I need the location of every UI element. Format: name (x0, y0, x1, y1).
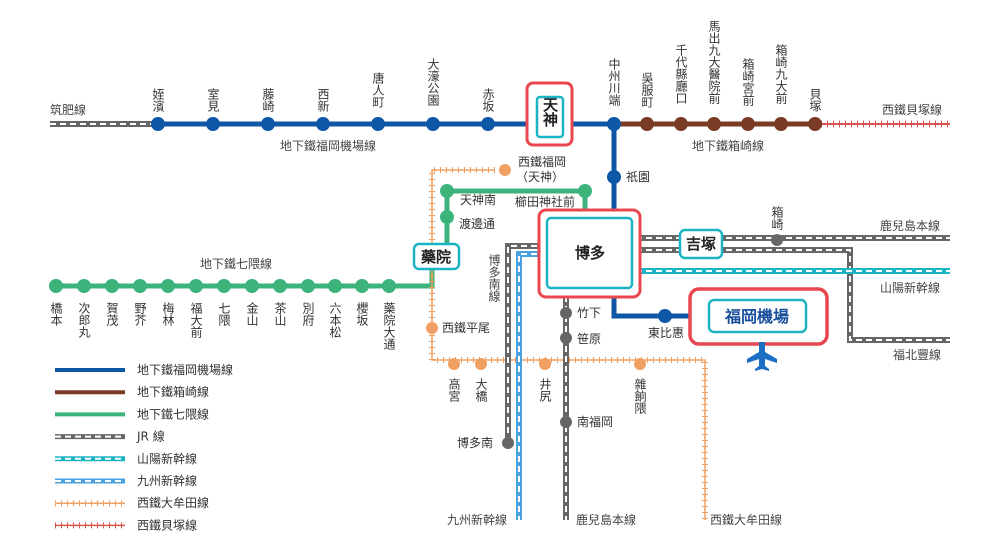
label-nishitetsu-hirao: 西鐵平尾 (442, 320, 490, 335)
label-meinohama: 姪濱 (151, 88, 165, 113)
label-nishitetsu-omuta-line: 西鐵大牟田線 (710, 512, 782, 527)
label-hakozaki-line: 地下鐵箱崎線 (692, 138, 764, 153)
legend-label-omuta: 西鐵大牟田線 (137, 495, 209, 510)
legend-label-airport: 地下鐵福岡機場線 (137, 362, 233, 377)
line-name-labels: 筑肥線 地下鐵福岡機場線 西鐵貝塚線 地下鐵箱崎線 地下鐵七隈線 鹿兒島本線 山… (50, 102, 942, 527)
label-nakasukawabata: 中州川端 (607, 57, 621, 107)
label-kagoshima-main-bottom: 鹿兒島本線 (576, 512, 636, 527)
label-yakuinodori: 藥院大通 (382, 302, 396, 350)
label-zasshonokuma: 雜餉隈 (633, 377, 647, 415)
label-maidashi: 馬出九大醫院前 (707, 20, 721, 104)
label-chiyokenchoguchi: 千代縣廳口 (674, 44, 688, 104)
legend-label-sanyo: 山陽新幹線 (137, 451, 197, 466)
label-hakataminami: 博多南 (457, 435, 493, 450)
label-kamo: 賀茂 (105, 302, 119, 326)
label-minamifukuoka: 南福岡 (577, 414, 613, 429)
station-tenjin: 天神 (541, 97, 559, 128)
label-noke: 野芥 (133, 302, 147, 327)
label-kyushu-shinkansen: 九州新幹線 (447, 512, 507, 527)
yoshizuka-station-box[interactable]: 吉塚 (678, 228, 724, 260)
label-akasaka: 赤坂 (481, 88, 495, 113)
label-nishijin: 西新 (316, 88, 330, 112)
label-watanabedori: 渡邊通 (459, 216, 495, 231)
label-kanayama: 金山 (245, 301, 259, 326)
hakata-station-box[interactable]: 博多 (537, 208, 642, 299)
label-hakata-minami-line: 博多南線 (487, 253, 501, 302)
middle-station-labels: 祇園 西鐵福岡 （天神） 天神南 櫛田神社前 渡邊通 箱崎 東比惠 西鐵平尾 竹… (442, 154, 784, 450)
label-hakozakimiyamae: 箱崎宮前 (741, 57, 755, 106)
label-ijiri: 井尻 (538, 378, 552, 402)
label-kagoshima-main-top: 鹿兒島本線 (880, 218, 940, 233)
legend-label-hakozaki: 地下鐵箱崎線 (137, 384, 209, 399)
label-airport-line: 地下鐵福岡機場線 (280, 138, 376, 153)
nanakuma-line-stations (49, 184, 592, 293)
label-befu: 別府 (301, 302, 315, 326)
label-muromi: 室見 (206, 87, 220, 112)
tenjin-station-box[interactable]: 天神 (525, 81, 574, 147)
station-hakata: 博多 (575, 244, 605, 262)
label-ohashi: 大橋 (474, 378, 488, 403)
label-kushidajinjamae: 櫛田神社前 (515, 194, 575, 209)
jr-stations (502, 234, 783, 449)
label-gion: 祇園 (626, 170, 650, 184)
label-jirogamaru: 次郎丸 (77, 302, 91, 339)
station-fukuoka-airport: 福岡機場 (724, 307, 789, 326)
station-yakuin: 藥院 (420, 248, 451, 266)
label-takamiya: 高宮 (447, 377, 461, 402)
label-chayama: 茶山 (273, 301, 287, 326)
legend-label-kaizuka: 西鐵貝塚線 (137, 517, 197, 532)
label-nanakuma-line: 地下鐵七隈線 (200, 256, 272, 271)
legend-label-jr: JR 線 (136, 429, 165, 444)
label-umebayashi: 梅林 (161, 301, 175, 326)
label-chikuhi-line: 筑肥線 (50, 102, 86, 117)
legend-label-nanakuma: 地下鐵七隈線 (137, 406, 209, 421)
fukuoka-airport-box[interactable]: 福岡機場 (688, 287, 829, 346)
label-hashimoto: 橋本 (49, 302, 63, 327)
label-fujisaki: 藤崎 (261, 88, 275, 112)
label-ropponmatsu: 六本松 (328, 302, 342, 338)
label-sasabaru: 笹原 (577, 332, 601, 346)
legend-label-kyushu: 九州新幹線 (137, 473, 197, 488)
label-hakozakikyudaimae: 箱崎九大前 (774, 43, 788, 104)
label-hakozaki-jr: 箱崎 (770, 205, 784, 230)
label-takeshita: 竹下 (577, 306, 601, 320)
label-fukuhoku: 福北豐線 (893, 347, 941, 362)
label-gofukumachi: 吳服町 (640, 72, 654, 108)
station-yoshizuka: 吉塚 (686, 235, 716, 253)
label-nanakuma: 七隈 (217, 302, 231, 327)
yakuin-station-box[interactable]: 藥院 (412, 242, 461, 271)
airplane-icon (747, 342, 777, 371)
label-tojinmachi: 唐人町 (371, 71, 385, 108)
label-fukudaimae: 福大前 (189, 301, 203, 338)
label-nishitetsu-fukuoka: 西鐵福岡 (518, 154, 566, 169)
airport-line-labels: 姪濱 室見 藤崎 西新 唐人町 大濠公園 赤坂 中州川端 吳服町 千代縣廳口 馬… (151, 20, 822, 113)
label-nishitetsu-kaizuka-line: 西鐵貝塚線 (882, 102, 942, 117)
label-higashihie: 東比惠 (648, 326, 684, 340)
hakozaki-line-stations (640, 117, 822, 131)
label-nishitetsu-fukuoka-sub: （天神） (516, 170, 564, 184)
label-sanyo-shinkansen: 山陽新幹線 (880, 280, 940, 295)
nanakuma-station-labels: 橋本 次郎丸 賀茂 野芥 梅林 福大前 七隈 金山 茶山 別府 六本松 櫻坂 藥… (49, 301, 396, 350)
airport-line-stations (151, 117, 672, 323)
label-ohorikoen: 大濠公園 (426, 58, 440, 106)
nishitetsu-omuta-line (429, 167, 708, 520)
omuta-line-stations (426, 164, 646, 370)
label-kaizuka: 貝塚 (808, 88, 822, 112)
label-tenjinminami: 天神南 (460, 192, 496, 207)
label-sakurazaka: 櫻坂 (355, 301, 369, 327)
